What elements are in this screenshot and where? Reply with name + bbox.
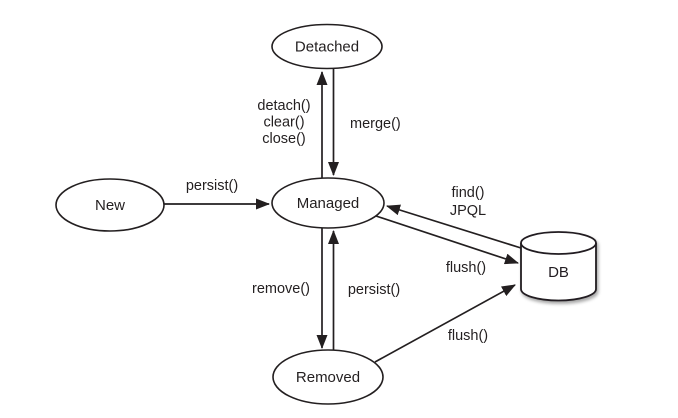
label-persist-new: persist(): [186, 178, 238, 194]
state-removed-shape: [272, 349, 384, 405]
state-new-shape: [55, 178, 165, 232]
arrow-managed-to-db: [375, 215, 519, 265]
state-removed: Removed: [272, 349, 384, 405]
state-managed-label: Managed: [297, 195, 360, 212]
transition-edges: [164, 69, 522, 363]
state-detached-label: Detached: [295, 39, 359, 56]
db-cylinder-body: [520, 243, 597, 302]
label-remove: remove(): [252, 281, 310, 297]
db-cylinder-top: [520, 231, 597, 255]
state-new: New: [55, 178, 165, 232]
state-detached: Detached: [271, 23, 383, 70]
transition-labels: detach() clear() close() merge() persist…: [186, 98, 488, 344]
label-find: find(): [451, 185, 484, 201]
db-label: DB: [548, 264, 569, 281]
arrow-db-to-managed: [386, 204, 522, 249]
label-flush-removed: flush(): [448, 328, 488, 344]
state-managed-shape: [271, 177, 385, 229]
state-removed-label: Removed: [296, 369, 360, 386]
label-merge: merge(): [350, 116, 401, 132]
label-persist-removed: persist(): [348, 282, 400, 298]
label-jpql: JPQL: [450, 203, 486, 219]
arrow-removed-to-db: [374, 284, 516, 363]
label-detach: detach(): [257, 98, 310, 114]
db-cylinder: DB: [520, 231, 597, 302]
label-clear: clear(): [263, 115, 304, 131]
state-detached-shape: [271, 23, 383, 70]
label-flush-managed: flush(): [446, 260, 486, 276]
label-close: close(): [262, 131, 306, 147]
state-managed: Managed: [271, 177, 385, 229]
state-new-label: New: [95, 197, 125, 214]
